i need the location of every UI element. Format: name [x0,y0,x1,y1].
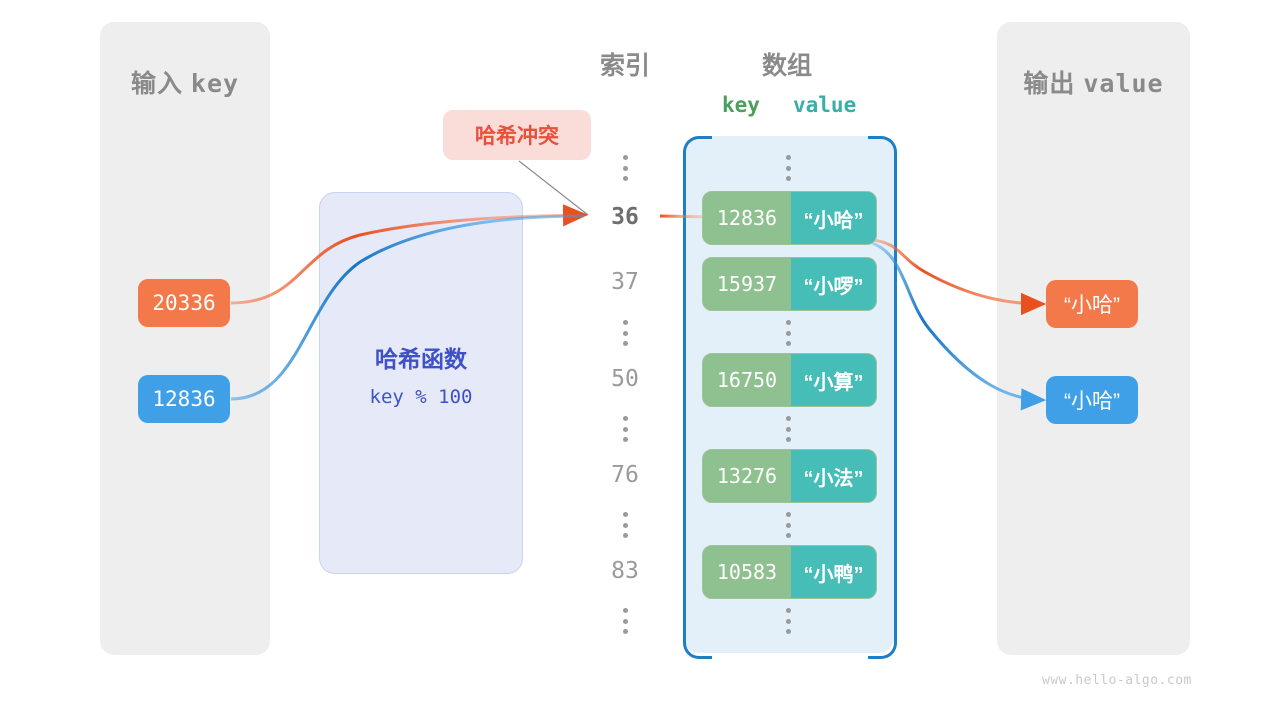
output-value-pill-1: “小哈” [1046,376,1138,424]
index-ellipsis-4 [618,608,632,634]
bucket-key-83: 10583 [703,546,791,598]
hash-function-title: 哈希函数 [375,346,467,372]
value-sub-header: value [793,93,857,117]
index-ellipsis-1 [618,320,632,346]
output-value-pill-0: “小哈” [1046,280,1138,328]
input-panel-title: 输入 key [100,64,270,100]
index-label-76: 76 [611,462,639,488]
array-ellipsis-3 [781,512,795,538]
bucket-value-76: “小法” [791,450,876,502]
bucket-value-50: “小算” [791,354,876,406]
bucket-cell-76: 13276 “小法” [702,449,877,503]
array-ellipsis-4 [781,608,795,634]
input-key-pill-0: 20336 [138,279,230,327]
index-label-83: 83 [611,558,639,584]
hash-collision-badge: 哈希冲突 [443,110,591,160]
output-value-panel: 输出 value [997,22,1190,655]
bucket-value-83: “小鸭” [791,546,876,598]
index-label-36: 36 [611,204,639,230]
bucket-key-37: 15937 [703,258,791,310]
array-ellipsis-1 [781,320,795,346]
bucket-cell-37: 15937 “小啰” [702,257,877,311]
bucket-key-36: 12836 [703,192,791,244]
hash-function-formula: key % 100 [369,386,473,408]
bucket-key-76: 13276 [703,450,791,502]
bucket-cell-50: 16750 “小算” [702,353,877,407]
array-ellipsis-0 [781,155,795,181]
index-ellipsis-3 [618,512,632,538]
bucket-value-36: “小哈” [791,192,876,244]
key-sub-header: key [722,93,760,117]
array-column-header: 数组 [761,52,812,80]
index-column-header: 索引 [599,52,650,80]
index-label-50: 50 [611,366,639,392]
index-ellipsis-2 [618,416,632,442]
bucket-key-50: 16750 [703,354,791,406]
hash-collision-label: 哈希冲突 [475,125,559,148]
bucket-cell-36: 12836 “小哈” [702,191,877,245]
bucket-cell-83: 10583 “小鸭” [702,545,877,599]
input-key-panel: 输入 key [100,22,270,655]
array-bracket-left [683,136,712,659]
array-ellipsis-2 [781,416,795,442]
output-panel-title-cn: 输出 [1023,70,1076,98]
site-watermark: www.hello-algo.com [1042,673,1192,688]
output-panel-title-mono: value [1083,69,1164,98]
output-panel-title: 输出 value [997,64,1190,100]
input-key-pill-1: 12836 [138,375,230,423]
index-ellipsis-0 [618,155,632,181]
index-label-37: 37 [611,269,639,295]
input-panel-title-cn: 输入 [130,70,183,98]
bucket-value-37: “小啰” [791,258,876,310]
input-panel-title-mono: key [190,69,240,98]
hash-function-box: 哈希函数 key % 100 [319,192,523,574]
